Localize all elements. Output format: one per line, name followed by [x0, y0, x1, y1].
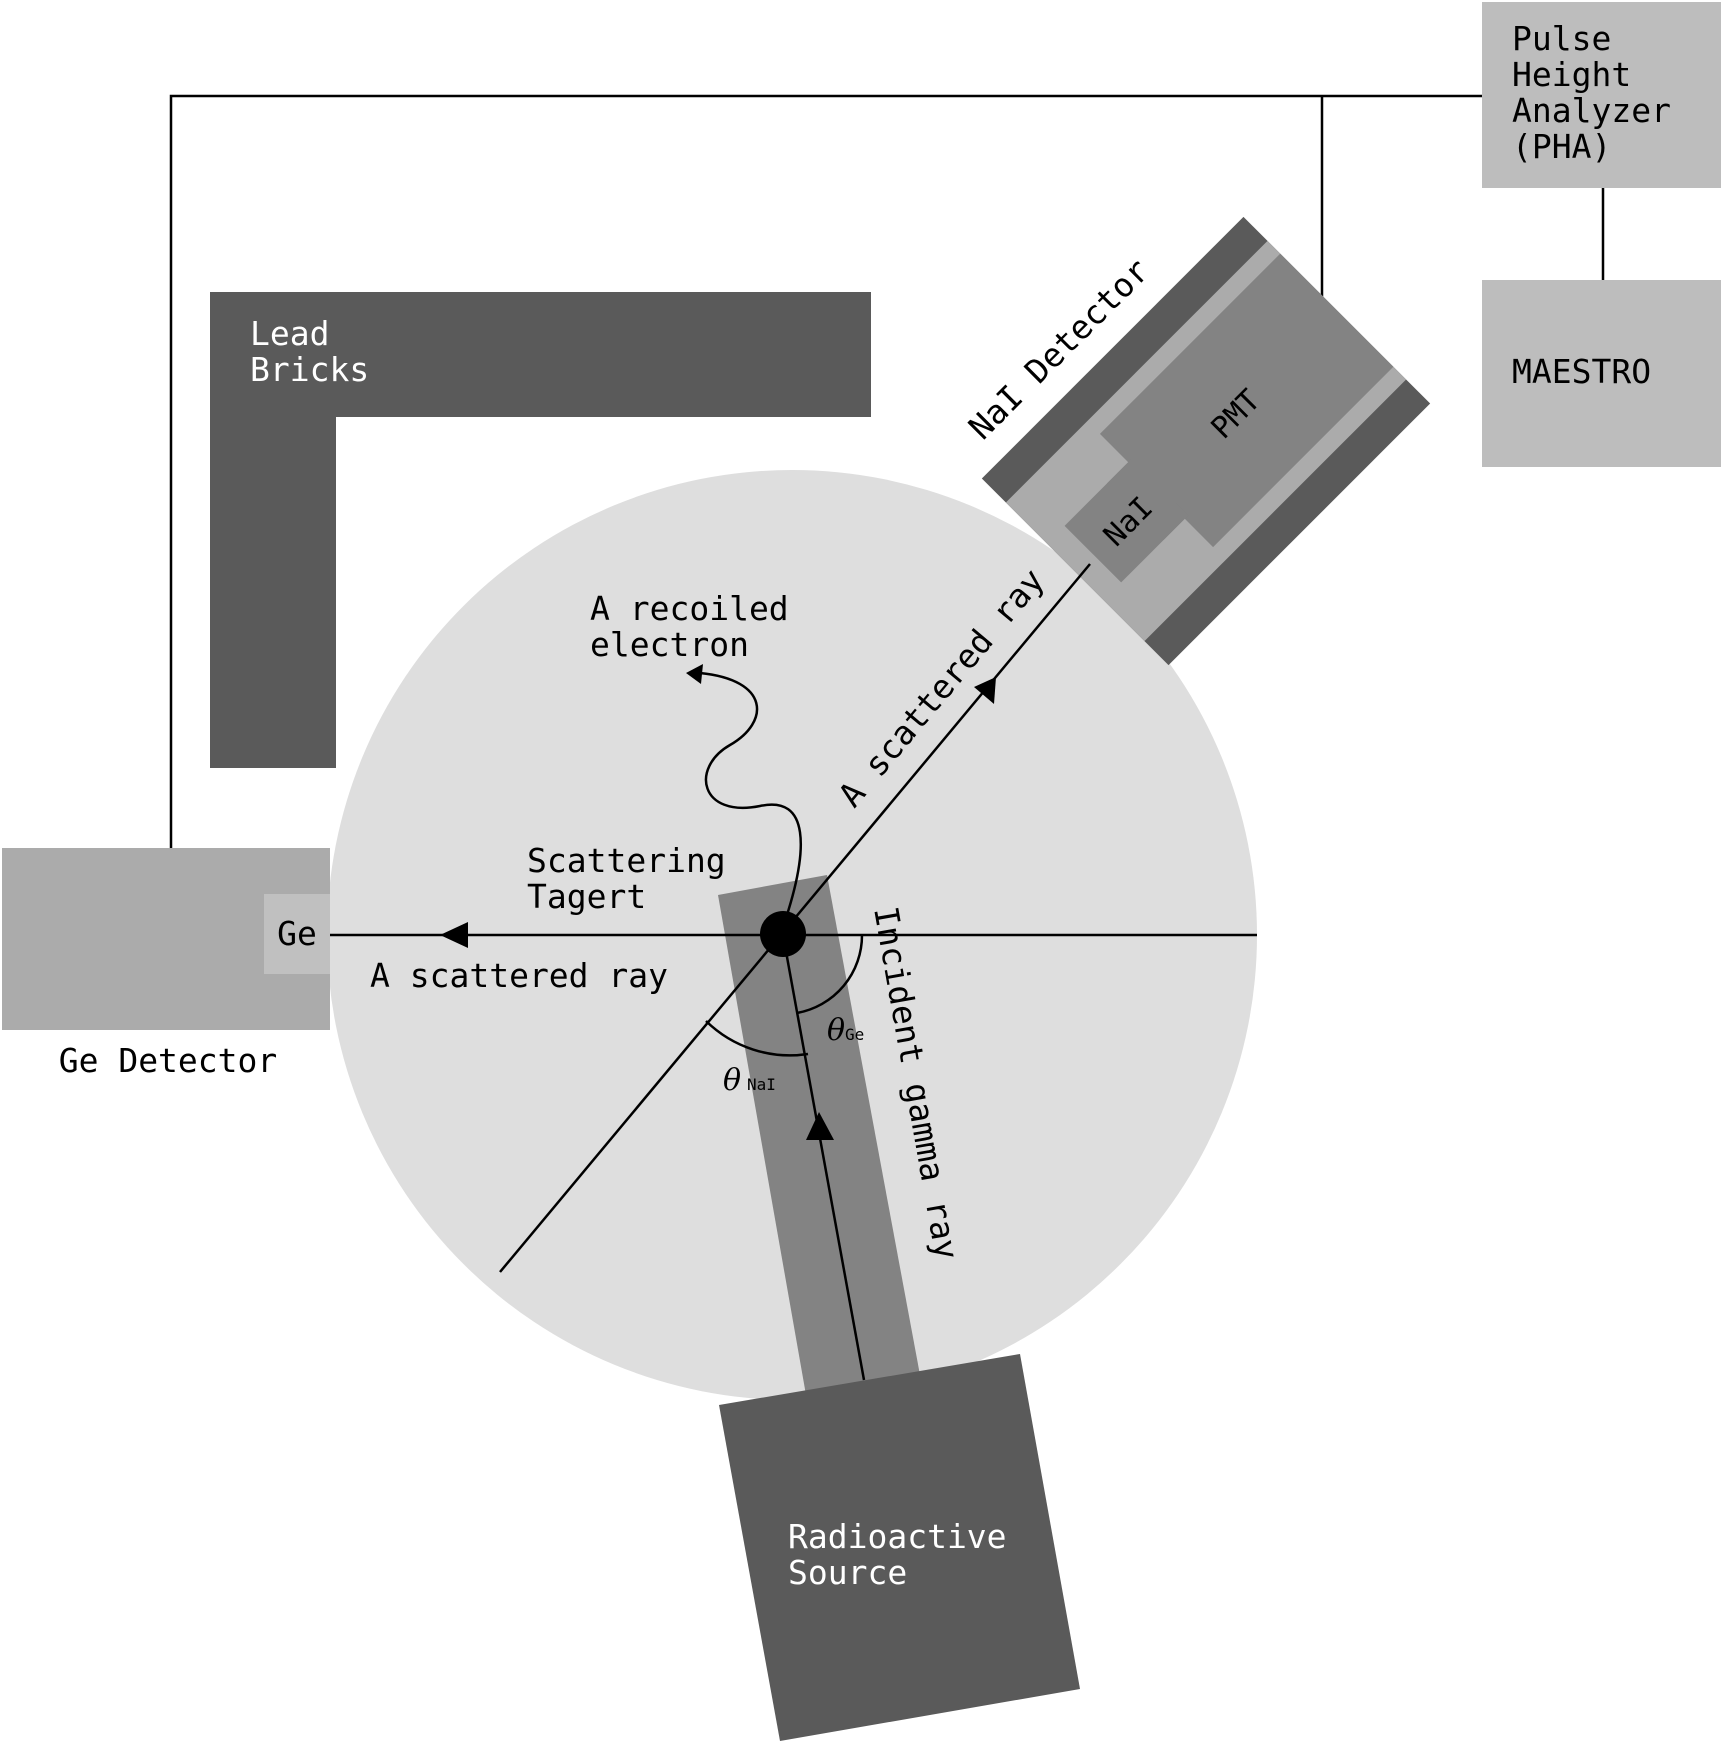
pha-label-line2: Height — [1512, 55, 1631, 94]
theta-ge-subscript: Ge — [845, 1025, 864, 1044]
source-label-line2: Source — [788, 1553, 907, 1592]
theta-nai-arc — [705, 1020, 809, 1057]
nai-crystal — [1064, 458, 1189, 583]
theta-ge-arc — [796, 934, 864, 1015]
ge-crystal — [264, 894, 330, 974]
scatter-arrow-diagonal — [974, 677, 996, 704]
nai-detector: PMT NaI — [981, 216, 1431, 666]
lead-bricks-label-line1: Lead — [250, 314, 329, 353]
signal-wiring — [169, 94, 1605, 848]
theta-ge-symbol: θ — [827, 1013, 845, 1048]
lead-bricks — [210, 292, 871, 768]
target-label-line1: Scattering — [527, 841, 726, 880]
pha-label-line4: (PHA) — [1512, 127, 1611, 166]
pha-label-line1: Pulse — [1512, 19, 1611, 58]
pha-box — [1482, 2, 1721, 188]
recoil-electron-path — [699, 671, 802, 919]
source-label-line1: Radioactive — [788, 1517, 1007, 1556]
scatter-arrow-left — [440, 922, 468, 948]
target-label-line2: Tagert — [527, 877, 646, 916]
ge-detector-label: Ge Detector — [59, 1041, 278, 1080]
pha-label-line3: Analyzer — [1512, 91, 1671, 130]
incident-ray-line — [781, 934, 866, 1381]
lead-bricks-label-line2: Bricks — [250, 350, 369, 389]
theta-nai-symbol: θ — [723, 1063, 741, 1098]
radioactive-source — [719, 1354, 1080, 1741]
theta-nai-label: θ NaI — [723, 1063, 776, 1098]
theta-ge-label: θ Ge — [827, 1013, 864, 1048]
pmt-block — [1099, 253, 1394, 548]
maestro-box — [1482, 280, 1721, 467]
recoil-arrow — [686, 664, 703, 684]
scattering-target — [760, 911, 806, 957]
ge-crystal-label: Ge — [277, 914, 317, 953]
incident-arrow-up — [806, 1112, 834, 1140]
recoil-label-line2: electron — [590, 625, 749, 664]
recoil-label-line1: A recoiled — [590, 589, 789, 628]
theta-nai-subscript: NaI — [747, 1075, 776, 1094]
maestro-label: MAESTRO — [1512, 352, 1651, 391]
scattered-ray-horizontal-label: A scattered ray — [370, 956, 668, 995]
